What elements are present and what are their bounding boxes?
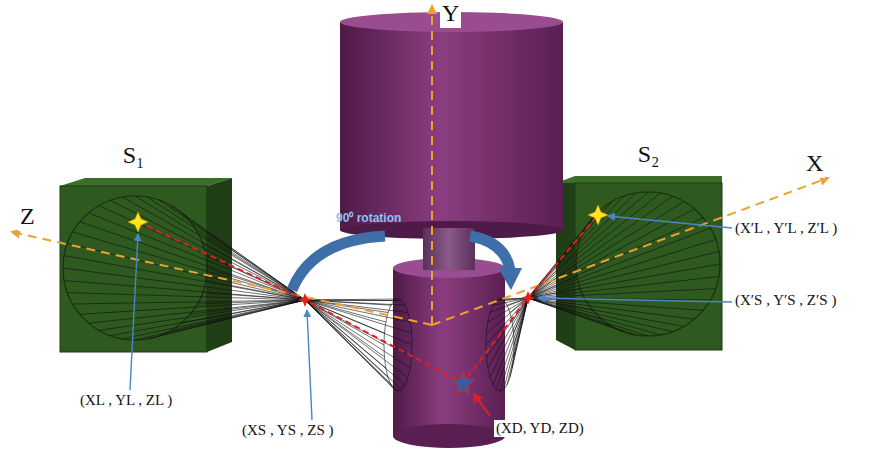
coordinate-label: (XS , YS , ZS ) [240, 422, 336, 439]
cone-ring [384, 299, 412, 391]
ray-line [528, 202, 684, 298]
ray-line [493, 298, 528, 385]
coordinate-label: (X′S , Y′S , Z′S ) [733, 292, 838, 309]
ray-line [305, 300, 384, 345]
ray-line [528, 298, 623, 332]
detector-box: S₁ [60, 186, 207, 352]
detector-label: S₂ [575, 141, 722, 168]
ray-line [528, 202, 612, 298]
axis-label: Z [18, 203, 37, 231]
ray-line [110, 200, 305, 300]
ray-line [528, 298, 602, 319]
ray-line [528, 298, 648, 336]
ray-line [135, 196, 305, 300]
ray-line [528, 298, 636, 335]
axis-label: Y [440, 0, 461, 28]
ray-line [488, 298, 528, 368]
ray-line [80, 222, 305, 300]
ray-line [305, 300, 408, 378]
ray-line [305, 300, 410, 368]
ray-line [73, 300, 305, 304]
coordinate-label: (XL , YL , ZL ) [78, 392, 174, 409]
ray-line [181, 213, 305, 300]
ray-line [528, 252, 719, 299]
ray-line [123, 197, 306, 300]
rotation-label: 90⁰ rotation [334, 212, 403, 226]
ray-line [528, 196, 623, 298]
ray-line [514, 298, 529, 333]
ray-line [197, 232, 305, 300]
ray-line [305, 300, 405, 385]
ray-line [528, 193, 636, 298]
cone-ring [486, 299, 514, 391]
ray-line [203, 243, 305, 300]
ray-line [528, 289, 716, 298]
ray-line [528, 209, 602, 298]
ray-line [487, 298, 529, 357]
ray-line [148, 197, 306, 300]
detector-label: S₁ [60, 142, 207, 169]
ray-line [160, 200, 305, 300]
ray-line [528, 298, 673, 332]
ray-line [528, 298, 612, 326]
ray-line [305, 300, 410, 322]
ray-line [528, 298, 661, 335]
coordinate-label: (XD, YD, ZD) [494, 420, 586, 437]
ray-line [528, 228, 710, 298]
ray-line [528, 264, 720, 298]
axis-label: X [804, 150, 825, 178]
ray-line [135, 300, 305, 340]
ray-line [528, 239, 716, 298]
ray-line [99, 300, 305, 330]
detector-box: S₂ [575, 183, 722, 350]
ray-line [171, 206, 305, 300]
ray-line [528, 196, 673, 298]
ray-line [528, 298, 684, 326]
ray-line [528, 298, 593, 310]
ray-line [305, 300, 391, 385]
ray-line [305, 300, 388, 378]
ray-line [305, 300, 402, 389]
coordinate-label: (X′L , Y′L , Z′L ) [733, 220, 839, 237]
